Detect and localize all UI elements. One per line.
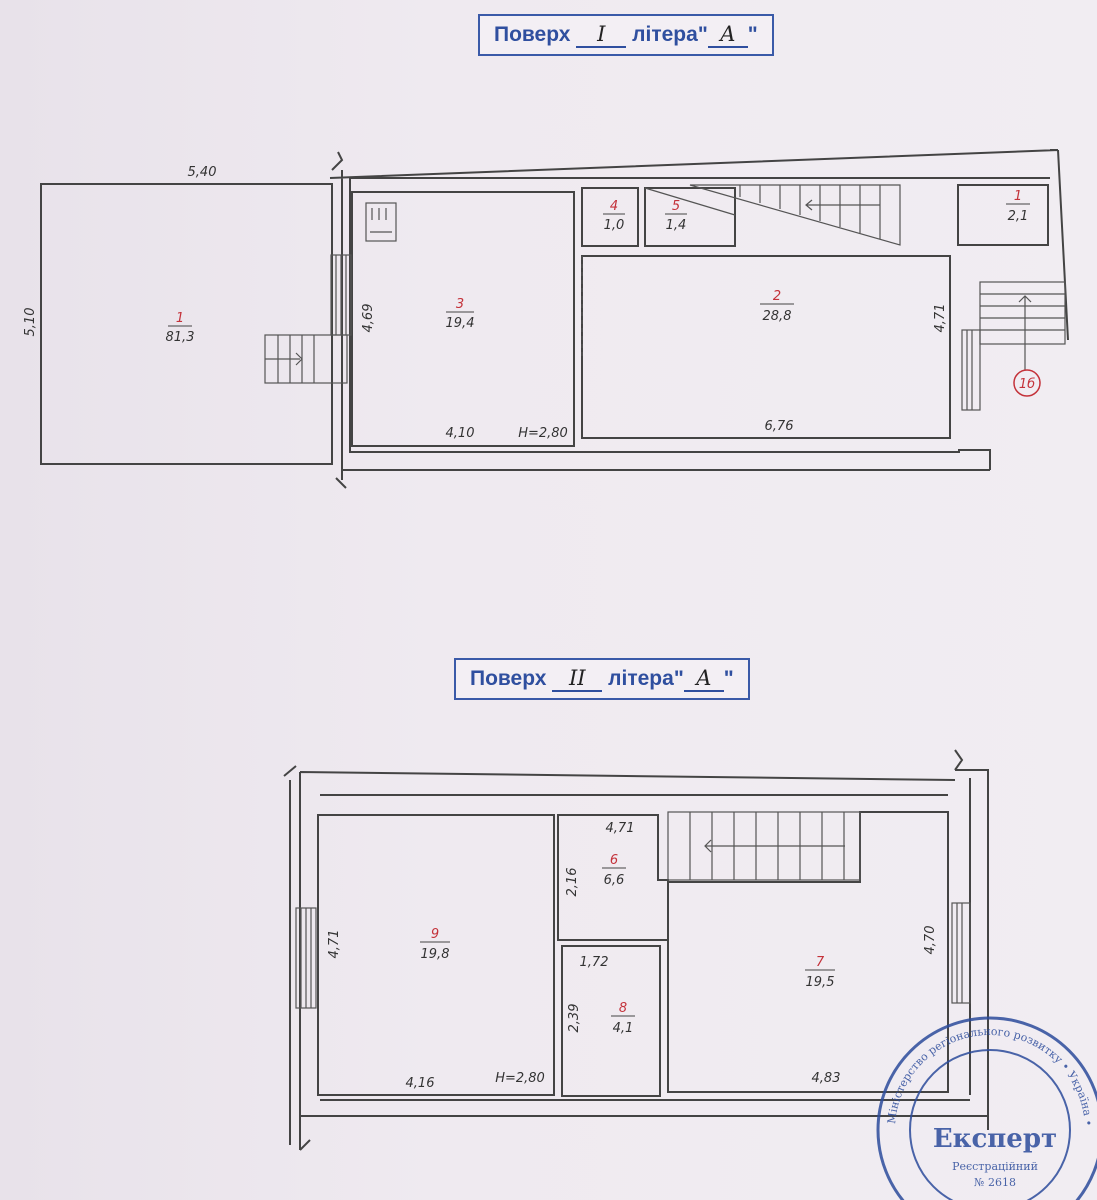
floor1-window-left-panes: [335, 255, 347, 335]
floor1-stair-right: [979, 281, 1066, 345]
floor1-dim-ceiling: H=2,80: [518, 426, 568, 441]
floor1-window-right: [961, 329, 981, 411]
stamp-ring-text: Міністерство регіонального розвитку • Ук…: [885, 1025, 1095, 1127]
floor1-stair-right-steps: [980, 293, 1065, 370]
floor1-room-1-area: 81,3: [166, 330, 195, 345]
floor1-room5-outline: [644, 187, 736, 247]
floor1-room4-outline: [581, 187, 639, 247]
floor1-terrace-outline: [40, 183, 333, 465]
floor1-room-3-number: 3: [456, 297, 464, 312]
entrance-marker-circle: [1013, 369, 1041, 397]
stamp-title: Експерт: [933, 1124, 1057, 1154]
stamp-subtitle: Реєстраційний: [952, 1160, 1038, 1173]
floor2-dim-room9-height: 4,71: [327, 930, 342, 959]
floor1-room2-outline: [581, 255, 951, 439]
floor1-dim-left-height: 5,10: [23, 308, 38, 337]
floor2-room7-outline: [667, 811, 949, 1093]
stove-icon-detail: [370, 208, 392, 233]
floor2-plan: 6 6,6 9 19,8 7 19,5 8 4,1 4,71 2,16 1,72…: [283, 749, 989, 1151]
floor1-room-3-area: 19,4: [446, 316, 475, 331]
floor1-room3-outline: [351, 191, 575, 447]
entrance-marker-text: 1б: [1019, 377, 1035, 392]
floor1-stair-main-steps: [739, 185, 881, 239]
floor1-room-small1-number: 1: [1014, 189, 1022, 204]
floor1-room-1-number: 1: [176, 311, 184, 326]
stamp-outer-ring: [876, 1016, 1097, 1200]
stove-icon: [365, 202, 397, 242]
floor1-plan: 1б 1 81,3 3 19,4 4 1,0 5 1,4 2 28,8 1 2,…: [23, 149, 1069, 489]
floor2-room-7-area: 19,5: [806, 975, 835, 990]
floor1-dim-room2-width: 6,76: [765, 419, 794, 434]
floor2-window-right: [951, 902, 971, 1004]
floor2-dim-room8-height: 2,39: [567, 1004, 582, 1033]
floor1-window-right-panes: [966, 330, 973, 410]
floor2-room-9-area: 19,8: [421, 947, 450, 962]
floor2-room9-outline: [317, 814, 555, 1096]
floor1-room-4-area: 1,0: [604, 218, 625, 233]
floor2-stair-steps: [689, 812, 845, 880]
stamp-number: № 2618: [974, 1176, 1016, 1189]
floor1-room-4-number: 4: [610, 199, 618, 214]
floor1-stair-left-steps: [265, 335, 315, 383]
floor1-dim-top-width: 5,40: [188, 165, 217, 180]
floor1-inner-bottom-wall: [349, 178, 960, 453]
floor1-room-small1-area: 2,1: [1008, 209, 1029, 224]
floor2-room-6-number: 6: [610, 853, 618, 868]
floor2-room-9-number: 9: [431, 927, 439, 942]
floor2-dim-room8-width: 1,72: [580, 955, 609, 970]
floor1-title-box: Поверх I літера"А": [478, 14, 774, 56]
floor2-dim-room7-width: 4,83: [812, 1071, 841, 1086]
floor2-litera-label: літера: [608, 667, 674, 690]
floor2-stair: [667, 811, 861, 881]
floor2-window-right-panes: [956, 903, 963, 1003]
floor2-dim-room6-width: 4,71: [606, 821, 635, 836]
floor2-dim-room9-width: 4,16: [406, 1076, 435, 1091]
floor2-window-left-panes: [300, 908, 312, 1008]
floor1-dim-room3-width: 4,10: [446, 426, 475, 441]
floor2-dim-room7-height: 4,70: [923, 926, 938, 955]
floor2-outer-wall: [283, 749, 989, 1151]
floor1-dim-room2-height: 4,71: [933, 304, 948, 333]
floor1-small-room1-outline: [957, 184, 1049, 246]
floor1-litera-label: літера: [632, 23, 698, 46]
floor2-dim-room6-height: 2,16: [565, 868, 580, 897]
floor2-room-7-number: 7: [816, 955, 825, 970]
floor1-stair-main: [689, 184, 901, 246]
floor1-room-5-number: 5: [672, 199, 680, 214]
floor2-label: Поверх: [470, 667, 547, 690]
floor2-title-box: Поверх II літера"А": [454, 658, 750, 700]
floor2-room-6-area: 6,6: [604, 873, 625, 888]
stamp-inner-ring: [909, 1049, 1071, 1200]
floor2-number: II: [552, 666, 603, 692]
floor1-room-5-area: 1,4: [666, 218, 687, 233]
floor2-room-8-area: 4,1: [613, 1021, 634, 1036]
floor2-dim-ceiling: H=2,80: [495, 1071, 545, 1086]
floor1-room5-diagonal: [644, 187, 736, 216]
floor2-room8-outline: [561, 945, 661, 1097]
floor1-dim-room3-height: 4,69: [361, 304, 376, 333]
floor1-room-2-area: 28,8: [763, 309, 792, 324]
floor1-number: I: [576, 22, 627, 48]
floor1-label: Поверх: [494, 23, 571, 46]
floor1-litera-value: А: [707, 22, 748, 48]
floor1-outer-wall: [329, 149, 1069, 489]
floor2-litera-value: А: [683, 666, 724, 692]
floor2-room-8-number: 8: [619, 1001, 627, 1016]
floor1-room-2-number: 2: [773, 289, 781, 304]
